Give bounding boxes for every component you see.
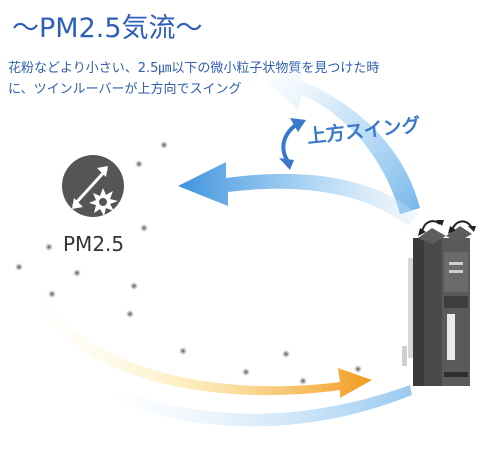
particle-dots (15, 141, 362, 385)
description-line-2: に、ツインルーバーが上方向でスイング (8, 82, 242, 97)
louver-swing-arrow-icon (418, 220, 476, 236)
page-title: 〜PM2.5気流〜 (12, 13, 203, 44)
pm-sensor-icon (62, 155, 124, 217)
pm25-label: PM2.5 (63, 232, 125, 256)
middle-airflow-arrow (178, 162, 418, 226)
lower-blue-airflow (110, 385, 412, 427)
lower-orange-airflow-arrow (30, 285, 372, 398)
curved-double-arrow-icon (279, 118, 306, 170)
air-purifier-device (402, 226, 472, 386)
upper-airflow-arrow (268, 62, 420, 214)
